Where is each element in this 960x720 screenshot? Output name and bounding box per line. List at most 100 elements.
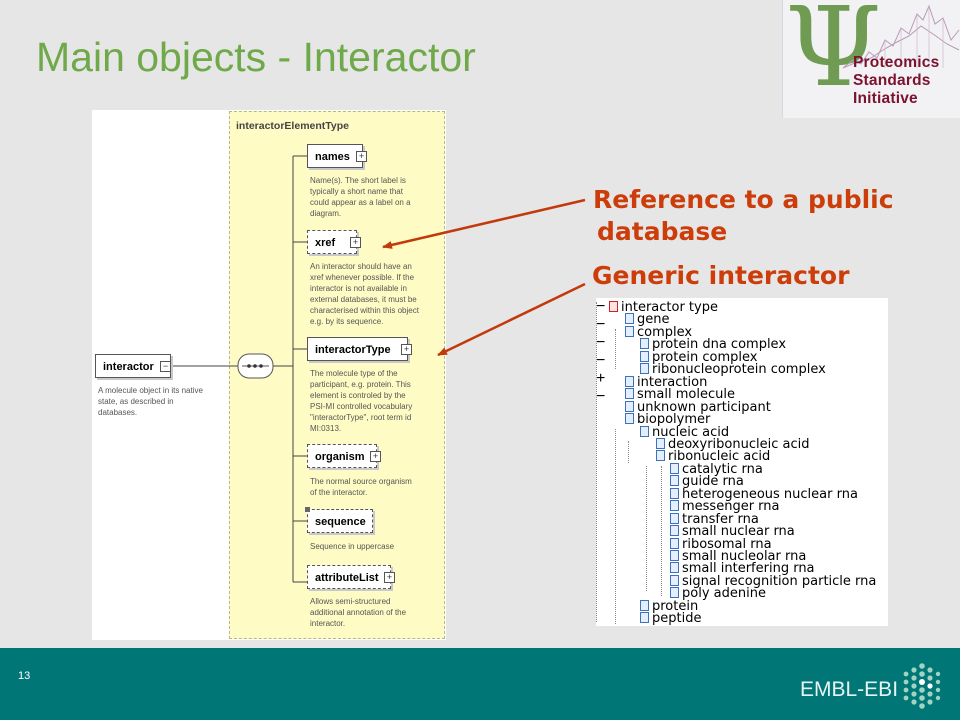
term-icon — [670, 487, 679, 499]
tree-item[interactable]: transfer rna — [670, 511, 759, 527]
collapse-icon[interactable]: − — [596, 298, 606, 315]
psi-symbol-icon: Ψ — [785, 0, 882, 111]
tree-item[interactable]: interaction — [625, 374, 708, 390]
tree-item[interactable]: protein — [640, 598, 699, 614]
tree-item-label: interaction — [637, 374, 708, 390]
tree-guide-line — [628, 441, 629, 463]
tree-item[interactable]: unknown participant — [625, 400, 771, 414]
attribute-marker-icon — [305, 507, 310, 512]
schema-sequence-description: Sequence in uppercase — [310, 542, 395, 551]
tree-item[interactable]: guide rna — [670, 475, 744, 488]
tree-item[interactable]: complex — [625, 325, 692, 339]
tree-item[interactable]: poly adenine — [670, 587, 766, 600]
schema-element-interactor-type[interactable]: interactorType + — [307, 337, 412, 361]
expand-icon[interactable]: − — [160, 361, 171, 372]
logo-text-proteomics: Proteomics — [853, 54, 940, 71]
term-icon — [625, 313, 634, 325]
tree-item-label: small nuclear rna — [682, 524, 795, 540]
schema-element-label: interactor — [103, 361, 154, 373]
tree-item[interactable]: small molecule — [625, 388, 735, 401]
term-icon — [670, 537, 679, 549]
embl-ebi-logo-text: EMBL-EBI — [800, 678, 899, 701]
tree-item-label: interactor type — [621, 300, 718, 315]
tree-item-label: small interfering rna — [682, 561, 815, 577]
term-icon — [670, 550, 679, 561]
term-icon — [640, 425, 649, 437]
type-name-label: interactorElementType — [236, 120, 350, 132]
tree-item-label: heterogeneous nuclear rna — [682, 486, 858, 502]
collapse-icon[interactable]: − — [596, 316, 606, 333]
tree-item-label: ribonucleic acid — [668, 449, 771, 465]
tree-item[interactable]: deoxyribonucleic acid — [656, 436, 810, 452]
tree-item[interactable]: peptide — [640, 612, 701, 625]
term-icon — [670, 574, 679, 586]
tree-item-label: ribonucleoprotein complex — [652, 362, 826, 378]
callout-reference-line1: Reference to a public — [593, 185, 894, 214]
tree-item[interactable]: small nucleolar rna — [670, 550, 806, 563]
term-icon — [640, 350, 649, 362]
tree-item-label: gene — [637, 312, 670, 328]
tree-item[interactable]: ribonucleic acid — [656, 450, 770, 463]
term-icon — [670, 475, 679, 487]
tree-item-label: peptide — [652, 611, 702, 627]
term-icon — [625, 388, 634, 400]
schema-element-attribute-list[interactable]: attributeList + — [307, 565, 395, 589]
expand-icon[interactable]: + — [384, 572, 395, 583]
tree-item[interactable]: small interfering rna — [670, 562, 815, 575]
logo-spectrum-graphic — [843, 4, 960, 69]
collapse-icon[interactable]: − — [596, 334, 606, 351]
term-icon — [640, 599, 649, 611]
tree-item[interactable]: messenger rna — [670, 500, 780, 513]
schema-element-interactor[interactable]: interactor − — [95, 354, 171, 378]
tree-item-label: guide rna — [682, 474, 744, 490]
expand-icon[interactable]: + — [356, 151, 367, 162]
schema-element-names[interactable]: names + — [307, 144, 367, 168]
tree-item-label: deoxyribonucleic acid — [668, 436, 810, 452]
tree-item-label: protein — [652, 598, 699, 614]
tree-item[interactable]: protein dna complex — [640, 338, 786, 351]
expand-icon[interactable]: + — [596, 370, 606, 387]
term-icon — [670, 562, 679, 574]
tree-item[interactable]: signal recognition particle rna — [670, 573, 877, 589]
tree-item-label: nucleic acid — [652, 424, 730, 440]
tree-item[interactable]: gene — [625, 313, 670, 326]
tree-item[interactable]: small nuclear rna — [670, 525, 795, 538]
term-icon — [625, 325, 634, 337]
expand-icon[interactable]: + — [370, 451, 381, 462]
tree-item-label: catalytic rna — [682, 461, 763, 477]
term-icon — [670, 500, 679, 512]
tree-item-label: signal recognition particle rna — [682, 573, 877, 589]
collapse-icon[interactable]: − — [596, 388, 606, 405]
embl-ebi-dots-icon — [903, 663, 941, 709]
term-icon — [625, 400, 634, 412]
tree-guide-line — [646, 466, 647, 591]
tree-item[interactable]: ribosomal rna — [670, 537, 772, 551]
expand-icon[interactable]: + — [350, 237, 361, 248]
tree-item[interactable]: nucleic acid — [640, 424, 730, 440]
schema-element-organism[interactable]: organism + — [307, 444, 381, 468]
callout-generic-interactor: Generic interactor — [592, 261, 850, 290]
schema-element-sequence[interactable]: sequence — [307, 509, 373, 533]
tree-item[interactable]: biopolymer — [625, 413, 710, 426]
schema-element-xref[interactable]: xref + — [307, 230, 361, 254]
term-icon — [670, 587, 679, 599]
tree-item[interactable]: ribonucleoprotein complex — [640, 363, 826, 376]
collapse-icon[interactable]: − — [596, 352, 606, 369]
slide-footer: 13 EMBL-EBI — [0, 648, 960, 720]
tree-guide-line — [661, 466, 662, 596]
tree-item[interactable]: interactor type — [609, 301, 718, 314]
tree-item[interactable]: heterogeneous nuclear rna — [670, 486, 858, 502]
tree-item-label: transfer rna — [682, 511, 759, 527]
arrow-to-interactor-type — [437, 282, 586, 357]
term-icon — [670, 462, 679, 474]
term-icon — [609, 301, 618, 312]
schema-connectors — [173, 155, 307, 583]
logo-text-initiative: Initiative — [853, 90, 918, 107]
expand-icon[interactable]: + — [401, 344, 412, 355]
tree-item[interactable]: protein complex — [640, 350, 757, 364]
tree-item[interactable]: catalytic rna — [670, 461, 763, 477]
